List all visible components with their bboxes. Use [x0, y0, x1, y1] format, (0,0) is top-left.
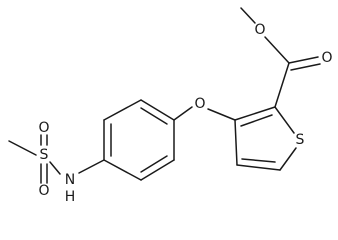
bond-benz-1-2-inner — [140, 107, 168, 125]
bond-benz-1-2 — [140, 99, 175, 121]
bond-carbonyl-double-2 — [290, 63, 321, 71]
bond-carbonyl-double-1 — [288, 56, 319, 64]
bond-thio-c4-c3 — [234, 119, 238, 166]
bond-thio-c5-c4-inner — [241, 158, 276, 163]
bond-carbonyl-c-ring — [274, 62, 290, 108]
atom-ester-o: O — [254, 22, 265, 38]
molecule-canvas: O O O S S O O N H — [8, 7, 333, 205]
bond-thio-c5-c4 — [236, 164, 281, 171]
atom-amide-n: N — [65, 172, 75, 188]
bond-thio-c2-s — [274, 106, 295, 134]
bond-thio-s-c5 — [279, 147, 297, 171]
atom-ether-o: O — [194, 96, 205, 112]
bond-n-sulfonyl-s — [49, 161, 61, 175]
bond-benzene-n — [78, 159, 105, 174]
atom-sulfonyl-s: S — [40, 147, 49, 163]
bond-thio-c3-c2-inner — [240, 114, 273, 127]
atom-amide-h: H — [65, 189, 76, 205]
bond-benz-4-5 — [103, 159, 142, 181]
bond-benz-5-6 — [140, 159, 175, 181]
bond-methyl-o — [240, 7, 256, 24]
bond-c3-ether-o — [207, 108, 236, 121]
bond-benz-2-3 — [103, 99, 142, 121]
atom-sulfonyl-o-lower: O — [38, 183, 49, 199]
atom-thiophene-s: S — [296, 132, 305, 148]
molecule-structure: O O O S S O O N H — [8, 7, 333, 205]
bond-sulfonyl-s-methyl — [8, 140, 37, 156]
atom-sulfonyl-o-upper: O — [38, 120, 49, 136]
bond-thio-c3-c2 — [234, 106, 276, 121]
bond-ether-o-benzene — [173, 106, 193, 121]
bond-o-carbonyl-c — [264, 36, 290, 64]
atom-carbonyl-o: O — [321, 50, 332, 66]
bond-benz-5-6-inner — [140, 155, 168, 173]
